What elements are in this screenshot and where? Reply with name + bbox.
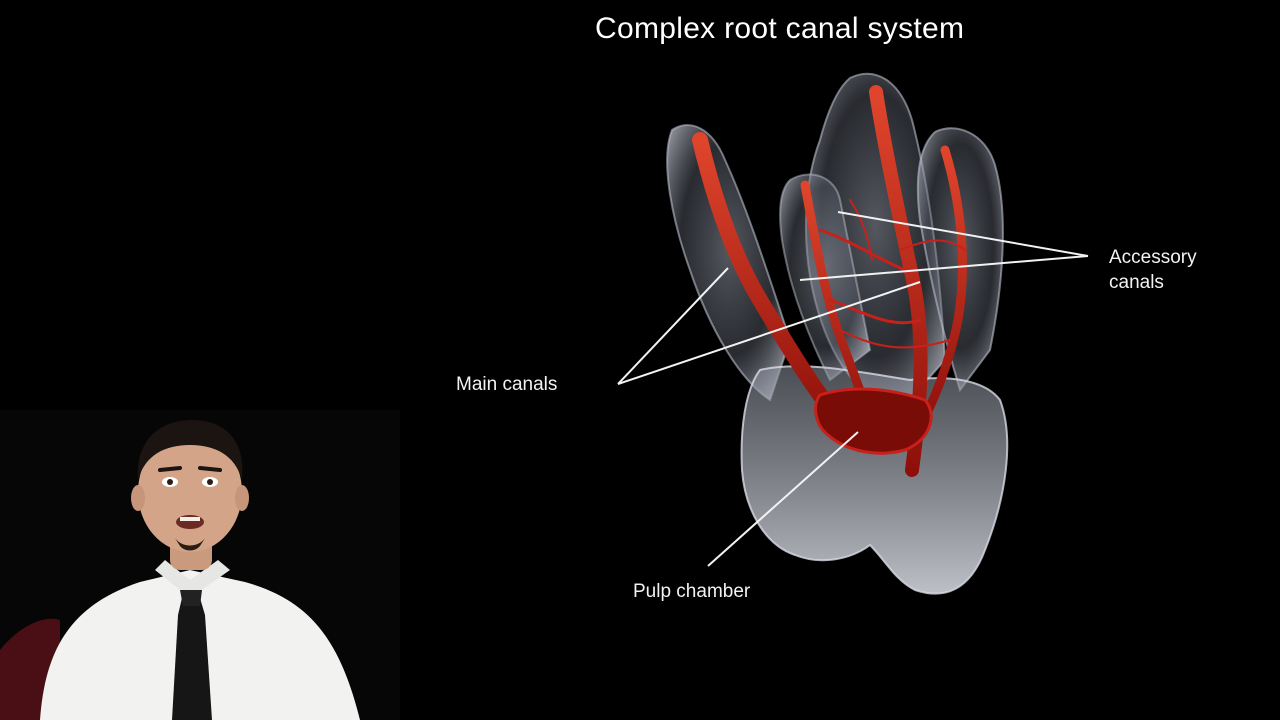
accessory-canal (849, 199, 873, 261)
leader-lines (617, 211, 1089, 567)
presenter-figure (0, 410, 400, 720)
hair (137, 420, 243, 480)
slide-title: Complex root canal system (595, 12, 965, 45)
tie-knot (180, 590, 202, 606)
accessory-canal (818, 228, 907, 272)
head (138, 432, 242, 552)
presenter-video (0, 410, 400, 720)
root-canals (692, 85, 967, 477)
label-main-canals: Main canals (456, 374, 558, 395)
brow-left (158, 466, 182, 472)
label-pulp-chamber: Pulp chamber (633, 581, 751, 602)
collar (155, 560, 230, 598)
pulp-chamber-shape (814, 387, 933, 455)
accessory-canal (828, 298, 922, 325)
leader-accessory-2 (799, 255, 1089, 281)
label-accessory-line2: canals (1109, 272, 1164, 293)
label-accessory-line1: Accessory (1109, 247, 1197, 268)
accessory-canal (839, 329, 951, 349)
root-left (666, 124, 792, 402)
leader-accessory-1 (837, 211, 1089, 257)
leader-main-2 (617, 281, 921, 385)
leader-main-1 (617, 267, 729, 385)
tie (172, 598, 212, 720)
goatee (175, 538, 205, 551)
teeth (180, 517, 200, 521)
leader-pulp (707, 431, 859, 567)
brow-right (198, 466, 222, 472)
label-accessory-canals: Accessory canals (1109, 245, 1197, 295)
canal-right-main (913, 145, 967, 435)
ear-right (235, 485, 249, 511)
pupil-right (207, 479, 213, 485)
ear-left (131, 485, 145, 511)
accessory-canal (899, 239, 966, 251)
pupil-left (167, 479, 173, 485)
